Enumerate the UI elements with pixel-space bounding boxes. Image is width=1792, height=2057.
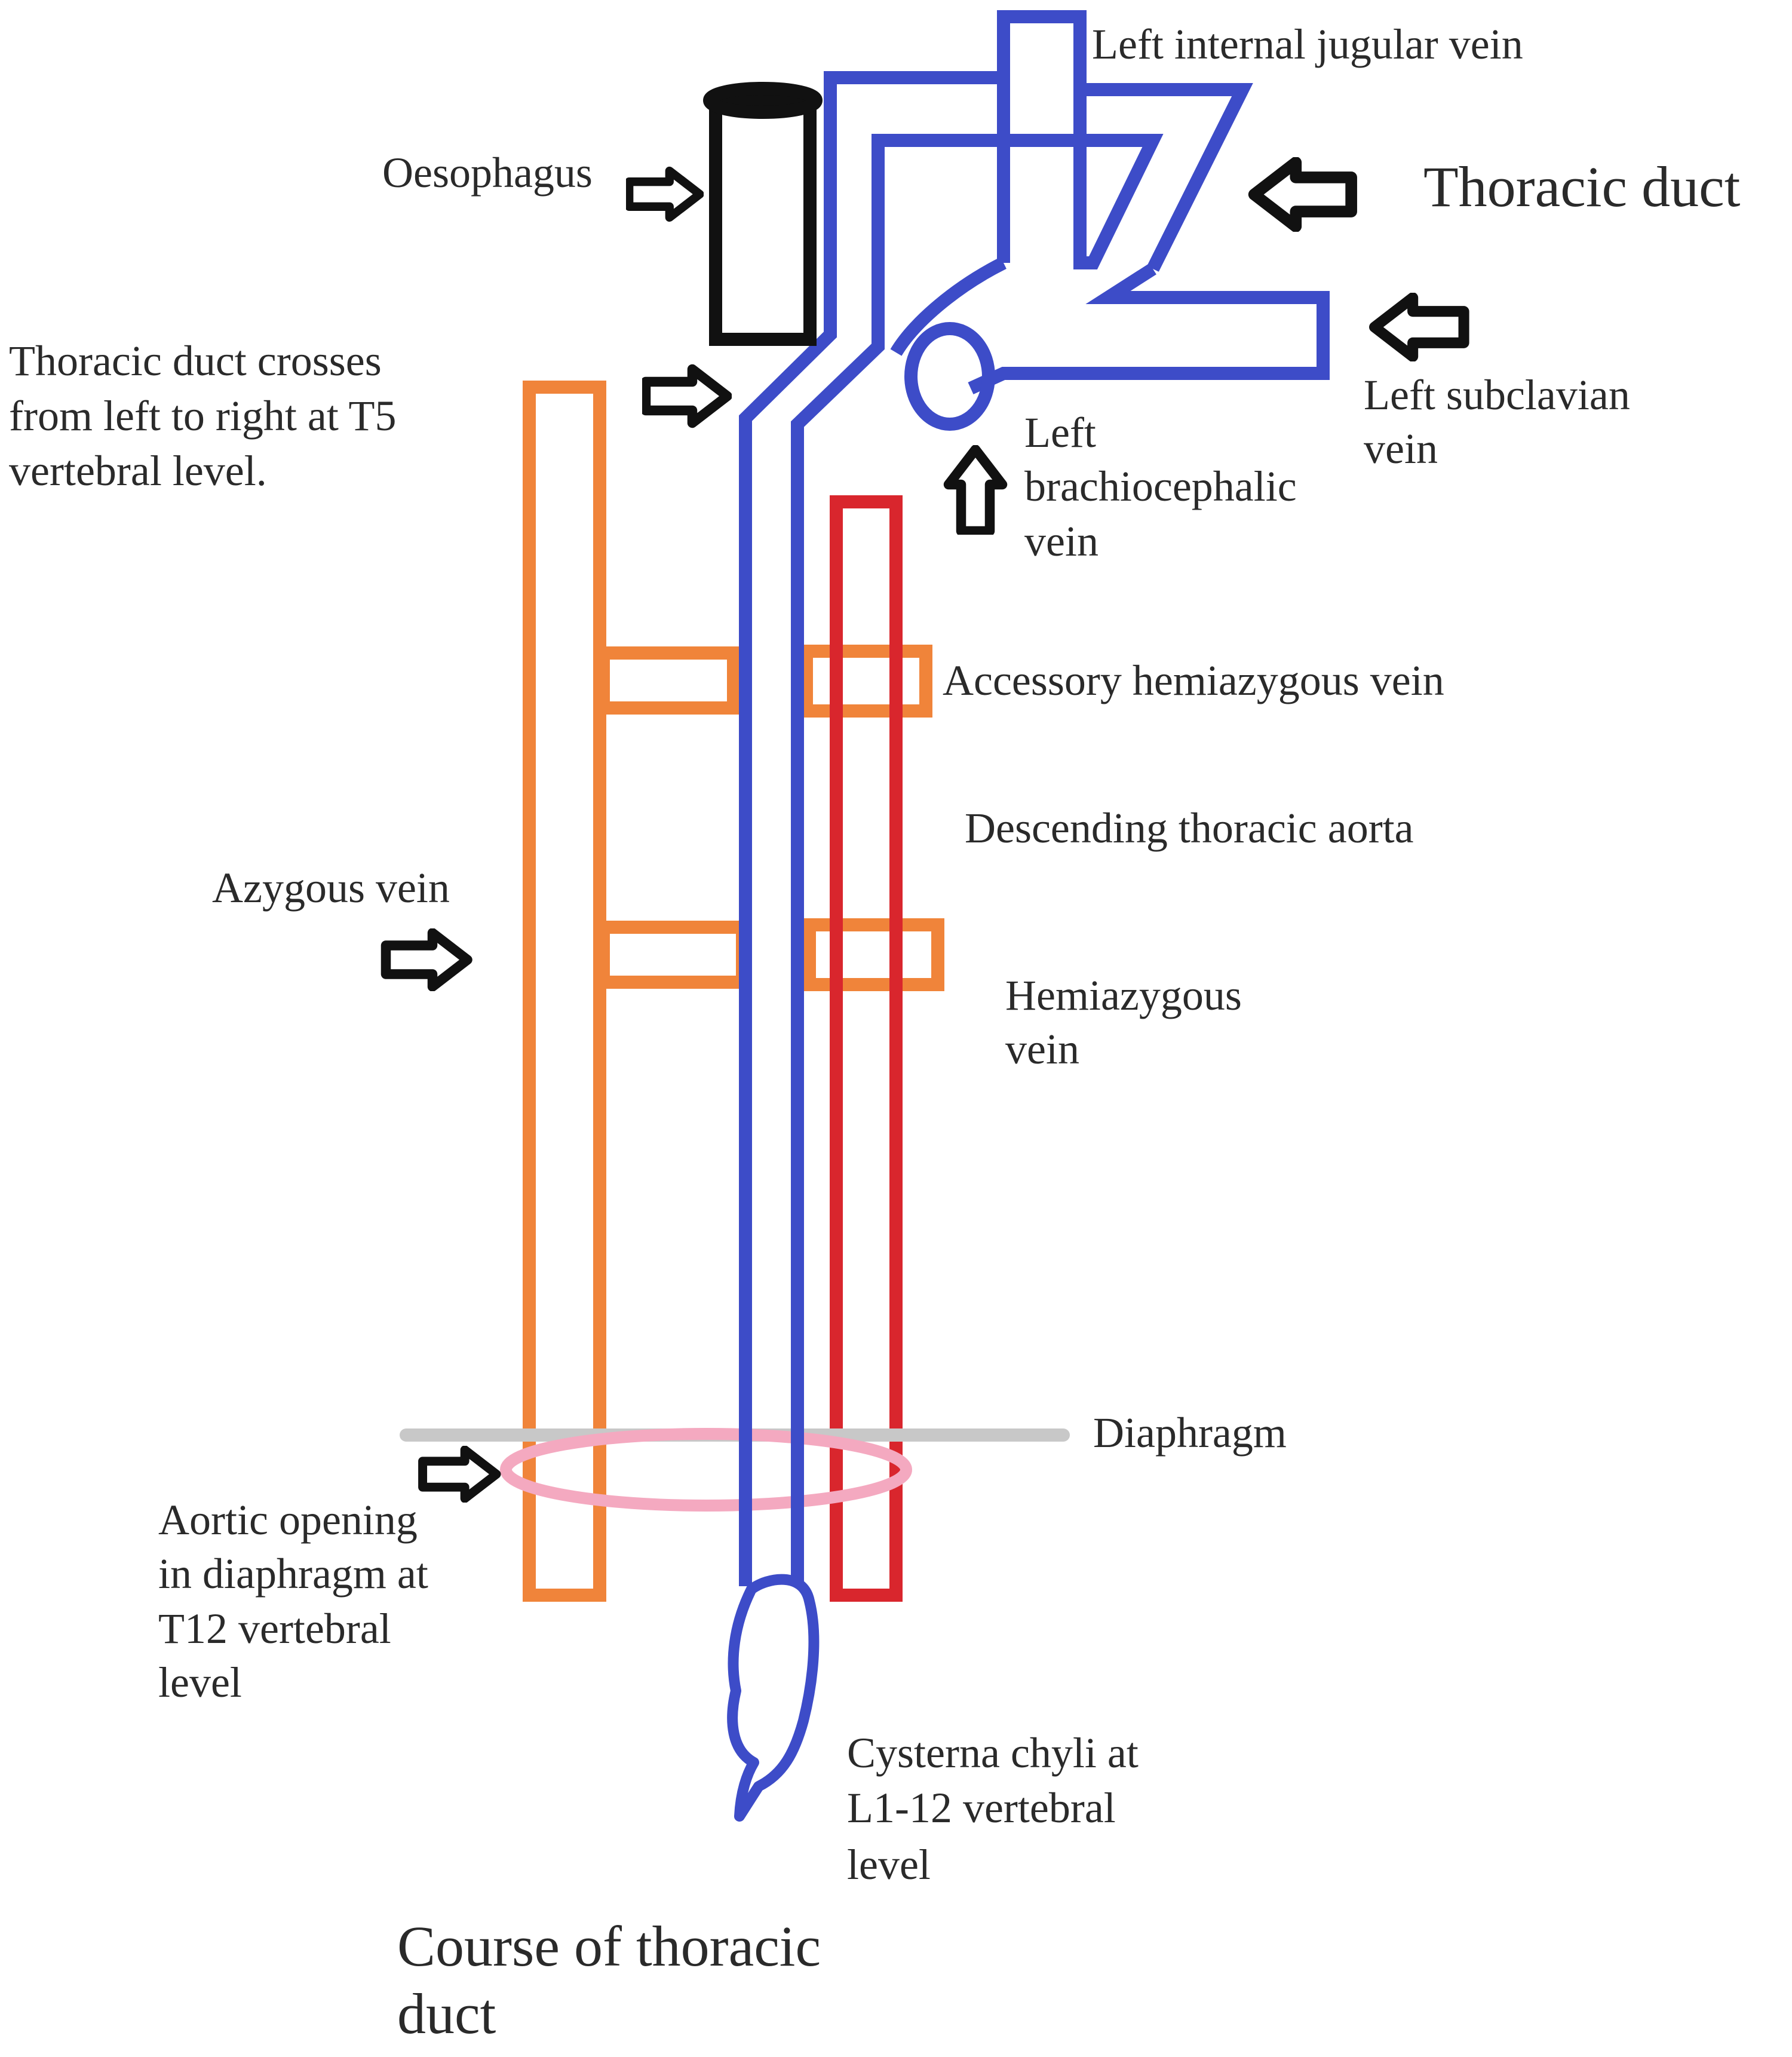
label-accessory-hemiazygous: Accessory hemiazygous vein [943, 657, 1444, 704]
label-descending-aorta: Descending thoracic aorta [965, 804, 1414, 852]
labels: Left internal jugular vein Thoracic duct… [9, 20, 1741, 2046]
left-internal-jugular-vein [997, 10, 1253, 272]
label-oesophagus: Oesophagus [382, 149, 593, 197]
oesophagus [703, 82, 823, 346]
block-arrow-icon [949, 450, 1002, 532]
block-arrow-icon [386, 933, 468, 987]
lower-left-cross-connector [597, 921, 749, 989]
block-arrow-icon [629, 171, 699, 217]
label-cysterna-line2: L1-12 vertebral [847, 1784, 1116, 1832]
block-arrow-icon [1374, 298, 1464, 357]
thoracic-duct-and-veins [739, 10, 1330, 1586]
label-brachio-line2: brachiocephalic [1024, 462, 1297, 510]
label-hemiazygous-line2: vein [1005, 1025, 1079, 1073]
aortic-opening [500, 1428, 912, 1512]
label-thoracic-duct: Thoracic duct [1423, 155, 1741, 219]
label-crosses-line3: vertebral level. [9, 447, 267, 495]
label-left-subclavian-line2: vein [1364, 425, 1438, 473]
label-cysterna-line1: Cysterna chyli at [847, 1729, 1139, 1777]
label-crosses-line2: from left to right at T5 [9, 392, 397, 440]
oesophagus-body [709, 94, 817, 346]
brachiocephalic-opening [904, 322, 995, 431]
left-brachiocephalic-vein [890, 257, 1007, 356]
azygos-system [523, 381, 944, 1602]
accessory-hemiazygous-vein [800, 645, 932, 718]
label-diaphragm: Diaphragm [1093, 1409, 1287, 1457]
label-brachio-line1: Left [1024, 409, 1096, 456]
block-arrow-icon [646, 369, 728, 423]
thoracic-duct-left-wall [739, 71, 1004, 1586]
block-arrow-icon [1254, 163, 1352, 226]
label-left-internal-jugular-vein: Left internal jugular vein [1092, 20, 1523, 68]
label-aortic-opening-line3: T12 vertebral [158, 1605, 391, 1653]
upper-left-cross-connector [597, 646, 740, 715]
label-crosses-line1: Thoracic duct crosses [9, 337, 382, 385]
label-azygous-vein: Azygous vein [212, 864, 450, 912]
caption-line2: duct [397, 1982, 496, 2046]
thoracic-duct-right-wall [791, 134, 1004, 1586]
azygous-vein [523, 381, 606, 1602]
label-cysterna-line3: level [847, 1841, 931, 1889]
jugular-subclavian-junction [997, 90, 1164, 269]
label-aortic-opening-line2: in diaphragm at [158, 1550, 428, 1598]
oesophagus-top [703, 82, 823, 119]
label-left-subclavian-line1: Left subclavian [1364, 371, 1630, 419]
label-aortic-opening-line1: Aortic opening [158, 1496, 418, 1544]
label-hemiazygous-line1: Hemiazygous [1005, 971, 1242, 1019]
left-subclavian-vein [968, 263, 1330, 395]
label-brachio-line3: vein [1024, 517, 1098, 565]
caption-line1: Course of thoracic [397, 1914, 821, 1978]
hemiazygous-vein [803, 918, 944, 991]
block-arrow-icon [423, 1450, 497, 1498]
label-aortic-opening-line4: level [158, 1659, 242, 1706]
cysterna-chyli [727, 1574, 820, 1822]
descending-thoracic-aorta [830, 495, 903, 1602]
